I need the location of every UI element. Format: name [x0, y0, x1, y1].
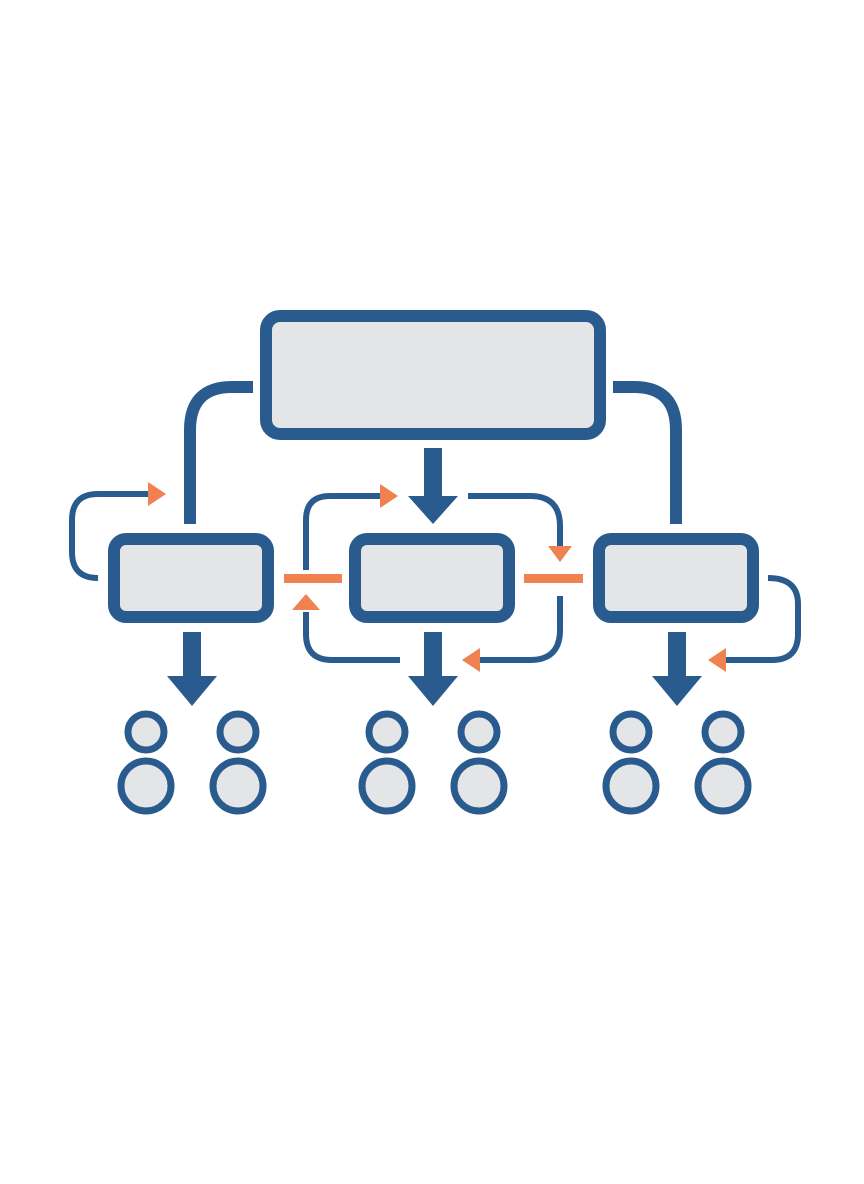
link-center-right	[524, 574, 583, 583]
center-lower-right-arrowhead	[462, 648, 480, 672]
person-group-left	[117, 710, 267, 815]
left-loop-connector	[69, 491, 150, 581]
center-upper-left-loop	[303, 493, 382, 570]
root-to-center-arrow-head	[408, 496, 458, 524]
right-down-arrow-head	[652, 676, 702, 706]
person-group-center	[358, 710, 508, 815]
right-down-arrow-shaft	[668, 632, 686, 678]
right-loop-connector	[724, 575, 801, 663]
center-upper-right-loop	[468, 493, 563, 546]
node-box-left	[108, 533, 274, 623]
person-icon	[602, 710, 660, 815]
person-icon	[694, 710, 752, 815]
left-loop-arrowhead	[148, 482, 166, 506]
root-to-right-connector	[613, 381, 682, 524]
center-lower-right-loop	[478, 596, 563, 663]
center-lower-left-loop	[303, 612, 400, 663]
link-left-center	[284, 574, 342, 583]
center-down-arrow-shaft	[424, 632, 442, 678]
person-icon	[117, 710, 175, 815]
person-group-right	[602, 710, 752, 815]
right-loop-arrowhead	[708, 648, 726, 672]
center-upper-left-arrowhead	[380, 484, 398, 508]
person-icon	[209, 710, 267, 815]
center-down-arrow-head	[408, 676, 458, 706]
left-down-arrow-head	[167, 676, 217, 706]
root-to-center-arrow-shaft	[424, 448, 442, 498]
root-to-left-connector	[184, 381, 253, 524]
root-box	[260, 310, 606, 440]
node-box-right	[593, 533, 759, 623]
center-lower-left-arrowhead	[292, 594, 320, 610]
node-box-center	[349, 533, 515, 623]
person-icon	[358, 710, 416, 815]
center-upper-right-arrowhead	[548, 546, 572, 562]
person-icon	[450, 710, 508, 815]
left-down-arrow-shaft	[183, 632, 201, 678]
